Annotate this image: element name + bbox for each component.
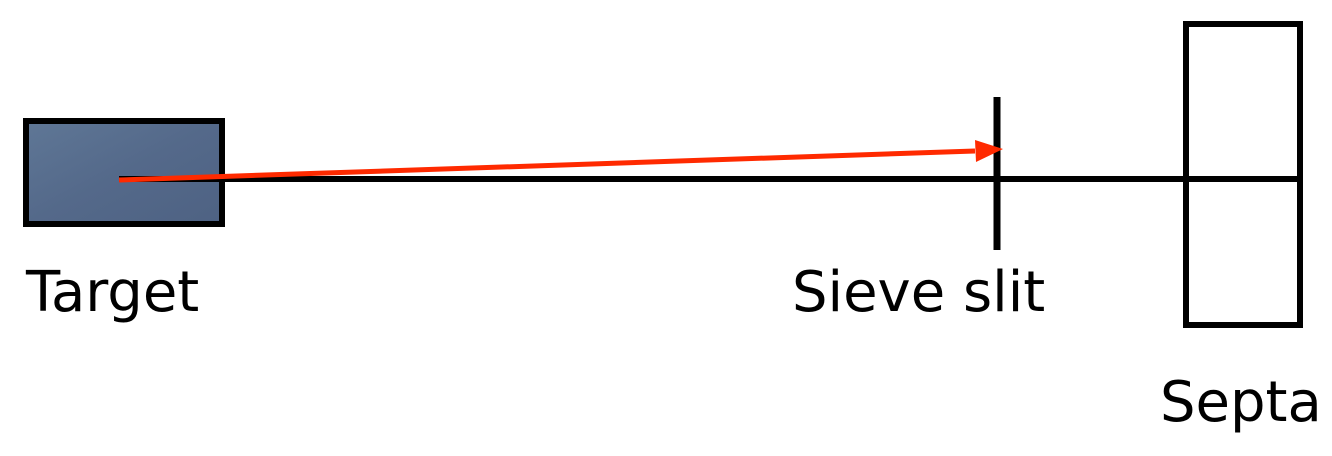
ray-arrowhead bbox=[975, 140, 1003, 162]
septa-box bbox=[1183, 21, 1303, 328]
target-box bbox=[23, 118, 225, 227]
sieve-slit-label: Sieve slit bbox=[792, 260, 1046, 325]
ray-arrow-line bbox=[118, 148, 976, 183]
target-label: Target bbox=[26, 260, 200, 325]
septa-label: Septa bbox=[1160, 370, 1322, 435]
